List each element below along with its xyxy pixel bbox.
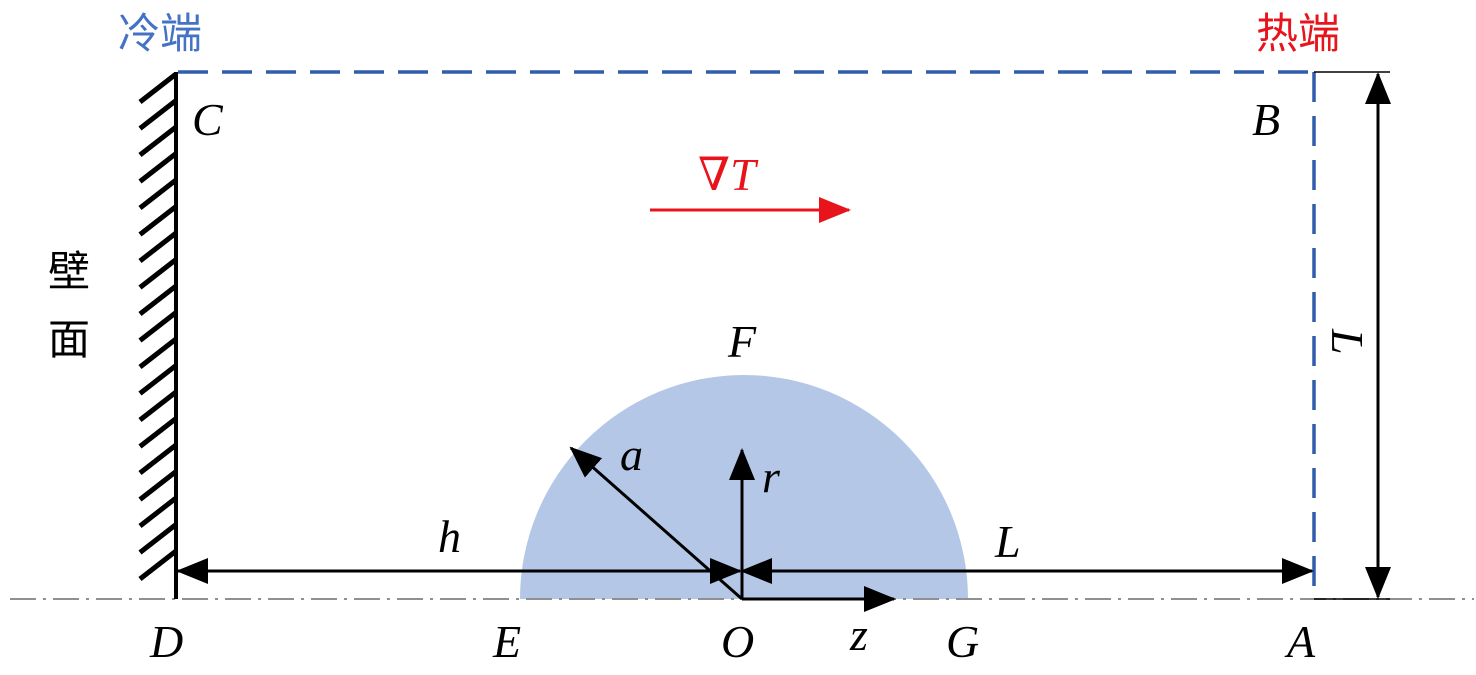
droplet <box>520 375 968 599</box>
wall-hatch-line <box>138 363 178 396</box>
wall-label-2: 面 <box>48 315 90 364</box>
vertical-l-label: L <box>1322 328 1373 355</box>
wall-hatch-line <box>138 390 178 422</box>
point-c-label: C <box>192 94 224 145</box>
radius-arrow <box>569 446 743 601</box>
z-axis-label: z <box>849 609 868 660</box>
wall-hatch-line <box>138 204 178 237</box>
wall-hatch-line <box>138 98 178 131</box>
wall-hatch-line <box>138 231 178 263</box>
point-f-label: F <box>727 316 757 367</box>
wall-hatch-line <box>138 549 178 581</box>
wall-hatch-line <box>138 443 178 475</box>
wall-hatch-line <box>138 469 178 502</box>
r-axis-label: r <box>762 451 781 502</box>
wall-hatch-line <box>138 496 178 528</box>
point-e-label: E <box>492 616 521 667</box>
radius-label: a <box>620 429 643 480</box>
wall-hatch-line <box>138 178 178 210</box>
wall <box>138 72 178 599</box>
point-a-label: A <box>1284 616 1316 667</box>
wall-hatch-line <box>138 310 178 343</box>
wall-label-1: 壁 <box>48 247 90 296</box>
wall-hatch-line <box>138 284 178 316</box>
point-g-label: G <box>946 616 979 667</box>
h-label: h <box>438 511 461 562</box>
wall-hatch-line <box>138 257 178 290</box>
wall-hatch-line <box>138 337 178 369</box>
wall-hatch-line <box>138 151 178 184</box>
nabla-symbol: ∇ <box>698 149 730 200</box>
wall-hatch-line <box>138 522 178 555</box>
gradient-t: T <box>730 149 759 200</box>
gradient-label: ∇T <box>698 149 759 200</box>
point-d-label: D <box>149 616 183 667</box>
point-b-label: B <box>1252 94 1280 145</box>
point-o-label: O <box>721 616 754 667</box>
hot-end-label: 热端 <box>1256 9 1340 58</box>
wall-hatch-line <box>138 416 178 449</box>
wall-hatch-line <box>138 125 178 157</box>
horizontal-l-label: L <box>994 516 1021 567</box>
wall-hatch-line <box>138 72 178 104</box>
cold-end-label: 冷端 <box>118 9 202 58</box>
